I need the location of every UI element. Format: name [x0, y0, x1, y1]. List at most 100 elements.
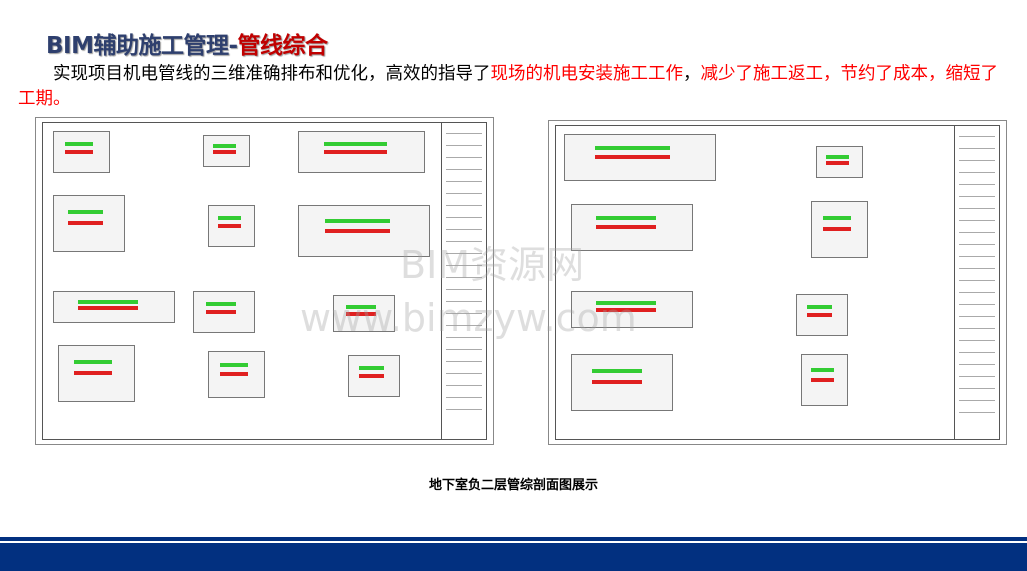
duct-mark — [595, 146, 670, 151]
duct-mark — [74, 359, 112, 364]
body-text-highlight: 现场的机电安装施工工作 — [490, 64, 684, 84]
drawing-sheet-right — [548, 120, 1007, 445]
title-block-line — [959, 364, 995, 365]
duct-mark — [596, 300, 656, 305]
body-text: 实现项目机电管线的三维准确排布和优化，高效的指导了现场的机电安装施工工作，减少了… — [18, 62, 1008, 112]
title-block-line — [446, 157, 482, 158]
duct-mark — [206, 310, 236, 314]
duct-mark — [807, 313, 832, 317]
title-block-line — [446, 217, 482, 218]
title-block-line — [959, 184, 995, 185]
drawing-view — [571, 291, 693, 328]
duct-mark — [811, 367, 834, 372]
duct-mark — [592, 379, 642, 384]
title-block-line — [959, 160, 995, 161]
title-block-line — [446, 133, 482, 134]
footer-band-thin — [0, 537, 1027, 541]
duct-mark — [218, 224, 241, 228]
duct-mark — [213, 143, 236, 148]
drawing-sheet-left — [35, 117, 494, 445]
duct-mark — [324, 150, 387, 154]
body-text-highlight: 减少了施工返工，节约了成本，缩短了工期。 — [18, 64, 998, 109]
title-block-line — [446, 313, 482, 314]
title-main: BIM辅助施工管理- — [46, 33, 238, 59]
title-block-line — [446, 397, 482, 398]
duct-mark — [74, 370, 112, 375]
title-block-line — [959, 316, 995, 317]
title-block-line — [959, 148, 995, 149]
title-block-line — [959, 280, 995, 281]
title-block-line — [959, 328, 995, 329]
duct-mark — [811, 377, 834, 382]
title-block-line — [446, 145, 482, 146]
duct-mark — [65, 142, 93, 146]
title-block-line — [446, 361, 482, 362]
title-block-line — [959, 388, 995, 389]
drawing-view — [571, 204, 693, 251]
title-block-line — [959, 256, 995, 257]
duct-mark — [65, 150, 93, 154]
title-block-line — [446, 325, 482, 326]
drawing-view — [333, 295, 395, 332]
title-block-line — [959, 400, 995, 401]
title-block-line — [446, 181, 482, 182]
title-block-line — [446, 277, 482, 278]
duct-mark — [325, 228, 390, 233]
drawing-view — [203, 135, 250, 167]
duct-mark — [218, 216, 241, 220]
title-block-line — [959, 244, 995, 245]
footer-band — [0, 543, 1027, 571]
drawing-view — [564, 134, 716, 181]
duct-mark — [826, 154, 849, 159]
duct-mark — [595, 155, 670, 160]
title-block-line — [959, 232, 995, 233]
duct-mark — [325, 218, 390, 223]
drawing-view — [193, 291, 255, 333]
title-block-line — [446, 193, 482, 194]
title-block — [954, 126, 999, 439]
watermark-url: www.bimzyw.com — [300, 296, 637, 340]
title-block-line — [446, 229, 482, 230]
duct-mark — [68, 209, 103, 214]
title-block-line — [446, 265, 482, 266]
duct-mark — [206, 302, 236, 306]
title-block-line — [446, 409, 482, 410]
duct-mark — [346, 311, 376, 316]
title-block-line — [446, 241, 482, 242]
title-block-line — [959, 172, 995, 173]
duct-mark — [592, 368, 642, 373]
drawing-view — [208, 351, 265, 398]
duct-mark — [346, 304, 376, 309]
duct-mark — [78, 299, 138, 304]
body-text-part: ， — [683, 64, 701, 84]
title-block-line — [446, 205, 482, 206]
duct-mark — [826, 160, 849, 165]
body-text-part: 实现项目机电管线的三维准确排布和优化，高效的指导了 — [53, 64, 491, 84]
drawing-view — [298, 205, 430, 257]
figure-caption: 地下室负二层管综剖面图展示 — [428, 478, 598, 493]
drawing-view — [796, 294, 848, 336]
title-block-line — [446, 337, 482, 338]
title-block-line — [446, 373, 482, 374]
duct-mark — [220, 363, 248, 368]
title-block-line — [959, 412, 995, 413]
title-highlight: 管线综合 — [237, 33, 329, 59]
duct-mark — [324, 142, 387, 146]
drawing-view — [208, 205, 255, 247]
title-block-line — [959, 340, 995, 341]
title-block-line — [959, 220, 995, 221]
duct-mark — [596, 225, 656, 230]
title-block-line — [959, 304, 995, 305]
duct-mark — [596, 307, 656, 312]
duct-mark — [823, 215, 851, 220]
title-block-line — [959, 208, 995, 209]
title-block-line — [959, 376, 995, 377]
drawing-view — [801, 354, 848, 406]
drawing-view — [58, 345, 135, 402]
slide-title: BIM辅助施工管理-管线综合 — [46, 26, 328, 60]
title-block-line — [959, 292, 995, 293]
duct-mark — [807, 305, 832, 309]
title-block-line — [446, 385, 482, 386]
duct-mark — [823, 226, 851, 231]
